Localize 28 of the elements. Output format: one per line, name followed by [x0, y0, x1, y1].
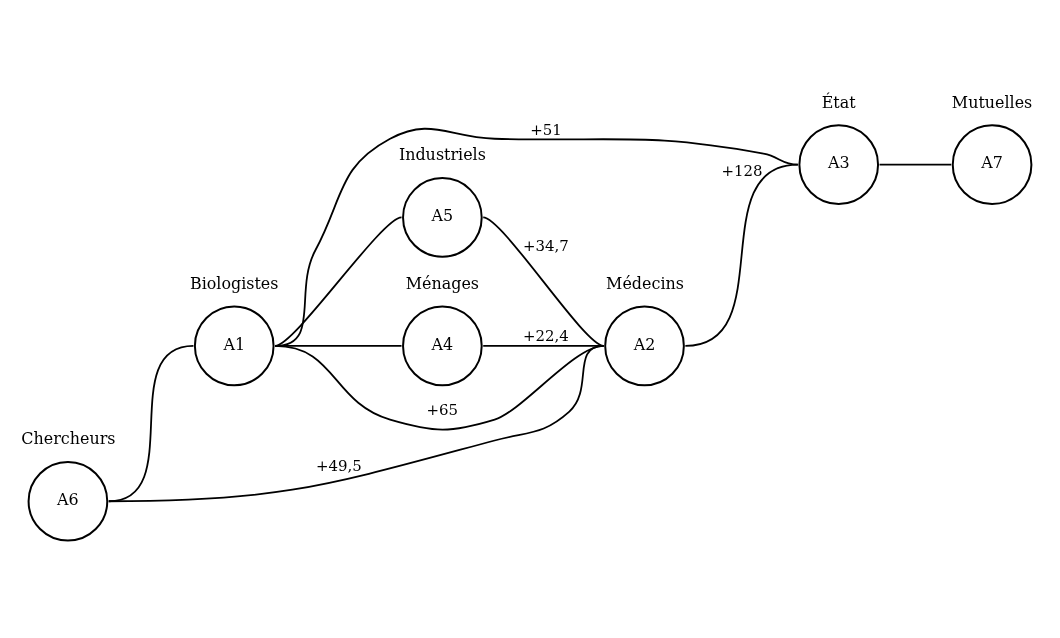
node-circle: A3 — [798, 123, 880, 205]
node-label: État — [821, 92, 856, 112]
node-label: Industriels — [398, 144, 486, 164]
node-label: Biologistes — [189, 273, 279, 293]
node-circle: A2 — [604, 305, 685, 386]
node-circle: A6 — [27, 460, 109, 542]
node-circle: A7 — [951, 123, 1033, 205]
node-circle: A1 — [193, 305, 275, 386]
connector — [107, 344, 605, 502]
node-label: Ménages — [405, 273, 479, 293]
edge-label: +65 — [426, 400, 459, 419]
connector — [482, 344, 605, 347]
node-label: Médecins — [606, 273, 684, 293]
edge-label: +49,5 — [315, 456, 362, 475]
node-label: Chercheurs — [21, 428, 116, 448]
connector — [274, 127, 799, 347]
edge-label: +128 — [721, 161, 763, 180]
connector — [684, 163, 799, 347]
connector — [274, 216, 403, 347]
edge-label: +34,7 — [523, 236, 569, 255]
connector — [274, 344, 605, 430]
node-circle: A5 — [402, 176, 483, 258]
node-label: Mutuelles — [951, 92, 1033, 112]
edge-label: +51 — [530, 120, 562, 139]
connector — [878, 163, 953, 166]
node-circle: A4 — [402, 305, 483, 386]
connector — [482, 216, 605, 347]
edge-label: +22,4 — [523, 326, 569, 345]
